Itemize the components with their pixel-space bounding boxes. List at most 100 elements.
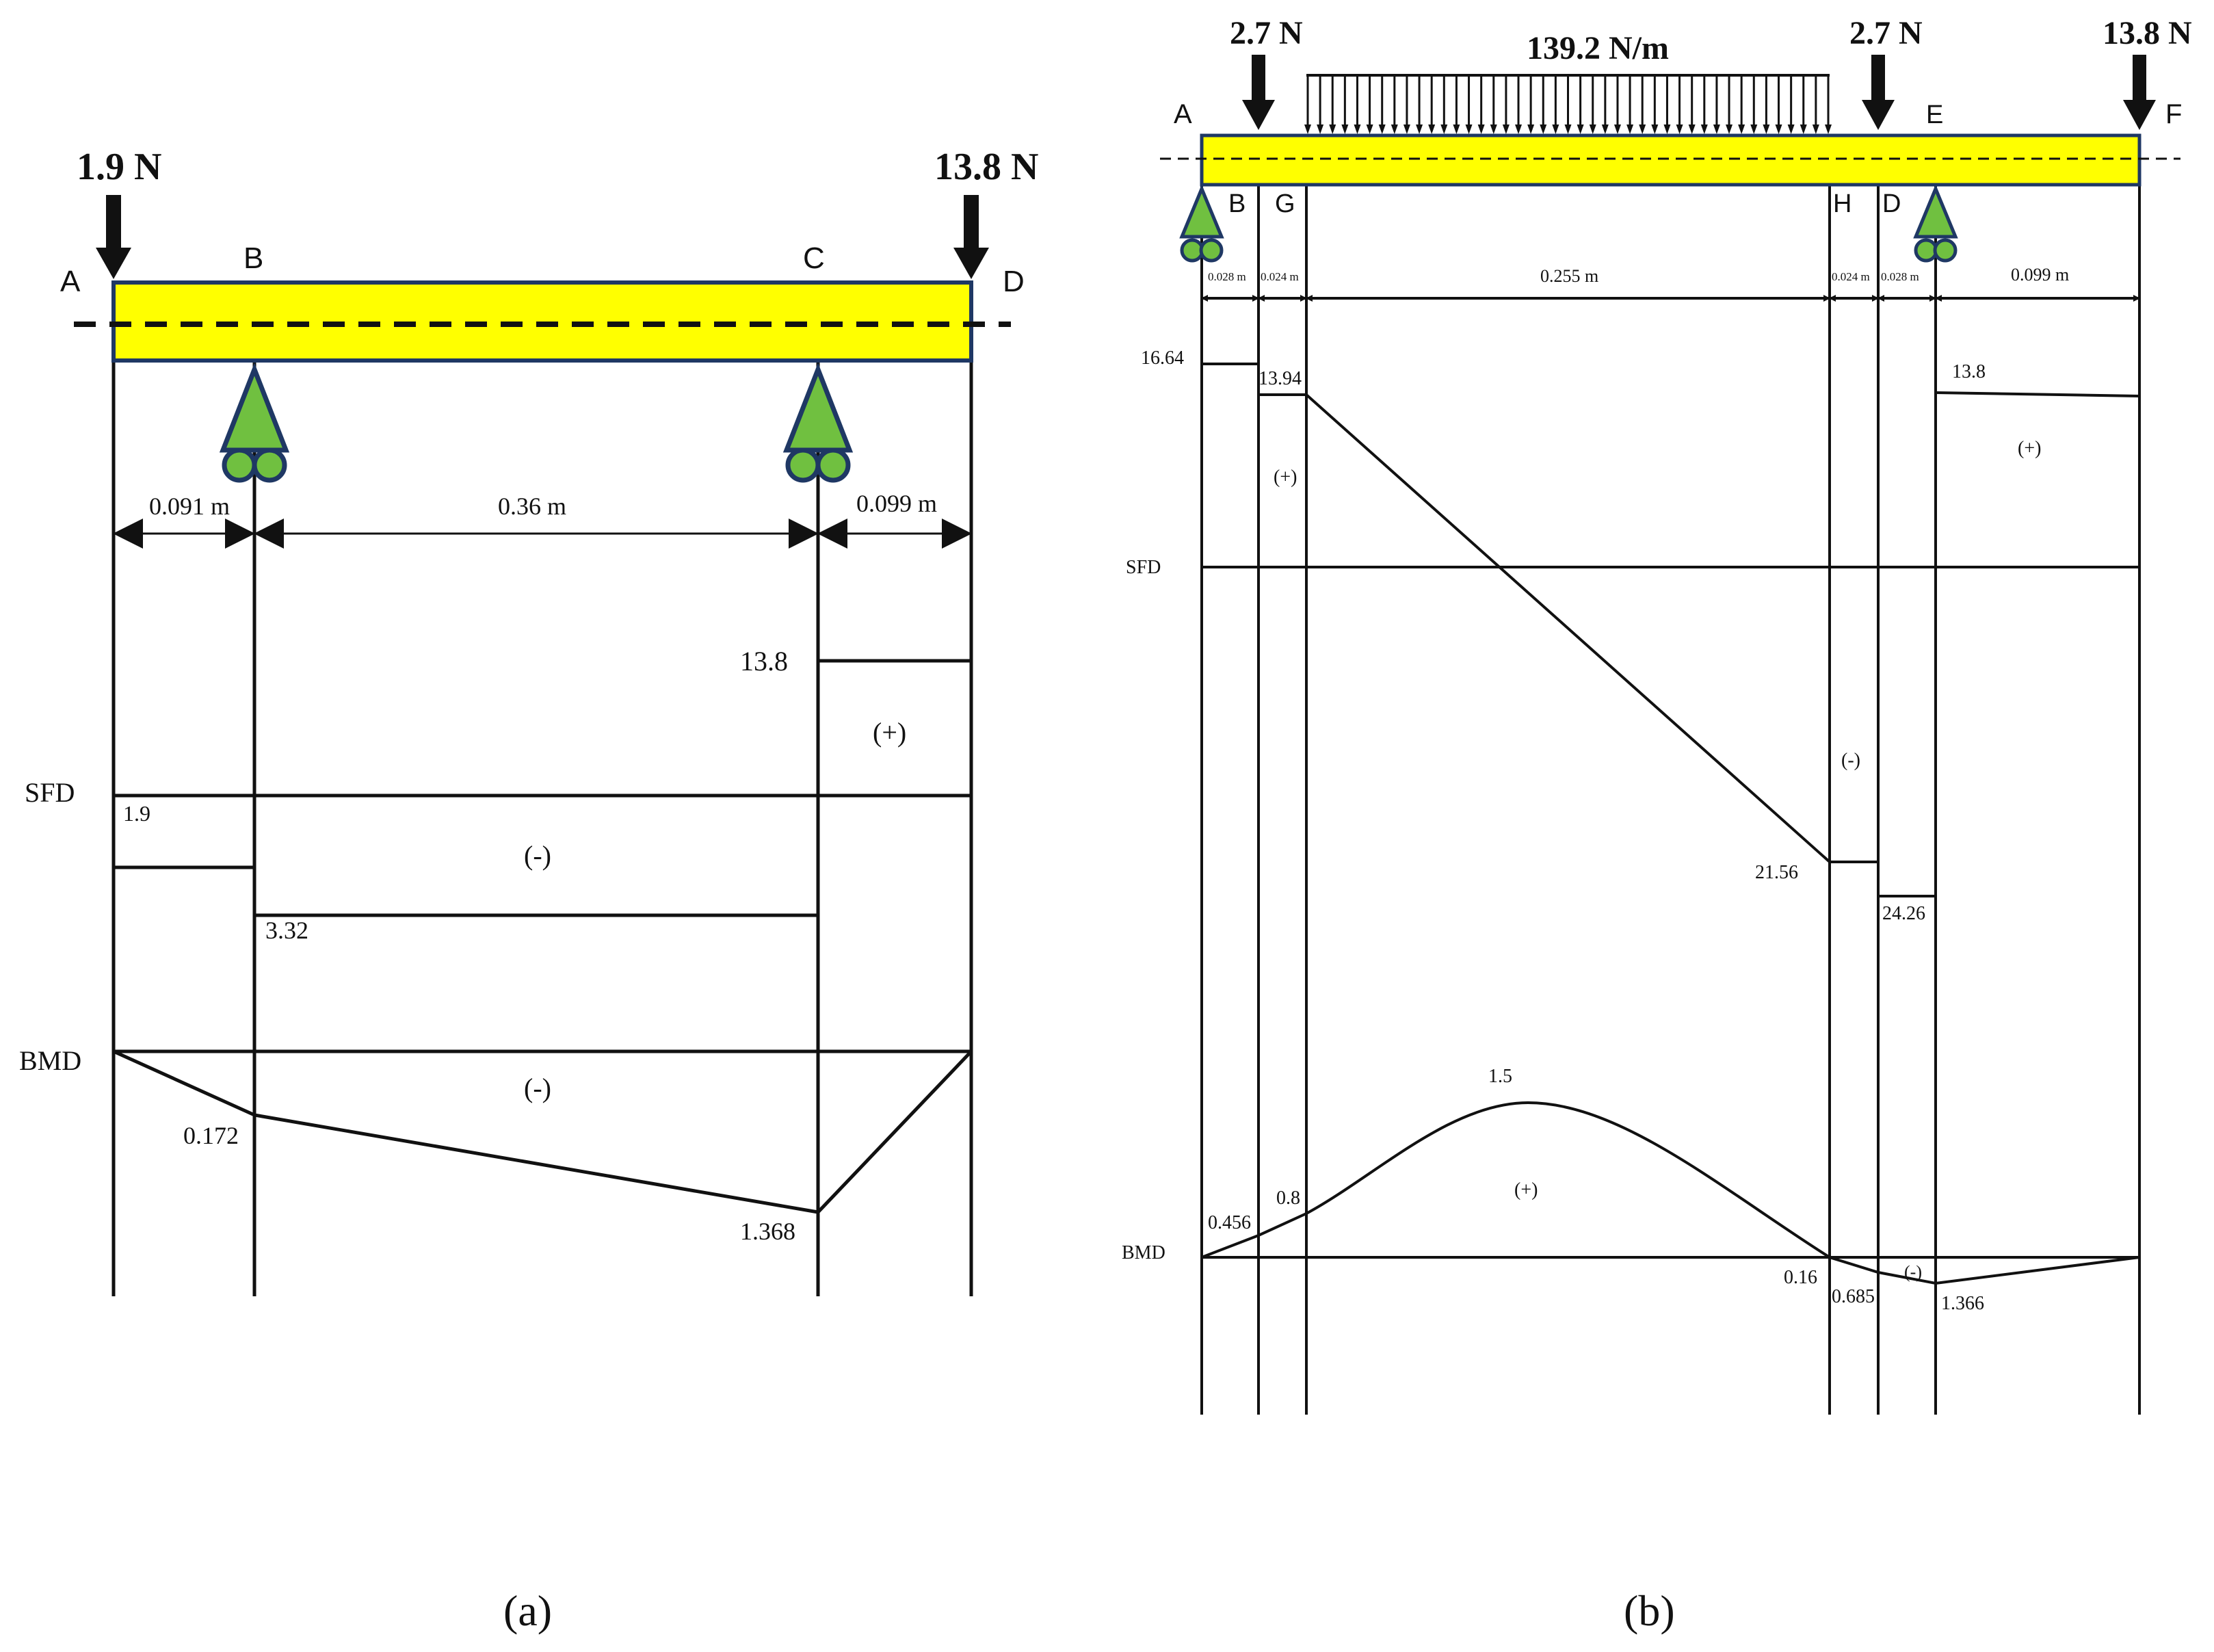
udl-arrow-head: [1713, 124, 1720, 134]
udl-arrow-head: [1490, 124, 1497, 134]
panel-b-bmd-value-4: 0.16: [1784, 1267, 1817, 1288]
udl-arrow-head: [1378, 124, 1386, 134]
panel-a-bmd-value-2: 1.368: [740, 1218, 795, 1245]
panel-b-sfd-value-1: 16.64: [1141, 348, 1184, 369]
panel-b-sfd-sign-pos-2: (+): [2018, 438, 2041, 459]
panel-a-sfd-lines: [114, 659, 971, 917]
panel-b-sfd-label: SFD: [1126, 557, 1161, 578]
panel-b-sfd-value-3: 13.8: [1952, 361, 1986, 382]
panel-b-bmd-lines: [1201, 1101, 2140, 1285]
udl-arrow-head: [1651, 124, 1659, 134]
panel-b-point-e: E: [1926, 101, 1943, 129]
udl-arrow-head: [1825, 124, 1832, 134]
udl-arrow-head: [1626, 124, 1634, 134]
udl-arrow-head: [1416, 124, 1423, 134]
panel-b-bmd-value-6: 1.366: [1941, 1293, 1984, 1314]
panel-b-bmd-sign-pos: (+): [1514, 1179, 1538, 1201]
udl-arrow-head: [1812, 124, 1819, 134]
udl-arrow-head: [1341, 124, 1349, 134]
udl-arrow-head: [1428, 124, 1436, 134]
panel-a-point-c: C: [803, 241, 825, 275]
panel-a-load-left-label: 1.9 N: [77, 146, 161, 188]
panel-a-sfd-sign-neg: (-): [524, 840, 551, 871]
udl-arrow-head: [1453, 124, 1460, 134]
udl-arrow-head: [1700, 124, 1708, 134]
udl-arrow-head: [1540, 124, 1547, 134]
udl-arrow-head: [1564, 124, 1572, 134]
udl-arrow-head: [1527, 124, 1535, 134]
udl-arrow-head: [1317, 124, 1324, 134]
udl-arrow-head: [1552, 124, 1559, 134]
udl-arrow-head: [1688, 124, 1696, 134]
panel-b-caption: (b): [1624, 1586, 1675, 1635]
panel-a-sfd-value-3: 13.8: [740, 646, 788, 677]
panel-a-support-c: [782, 363, 854, 483]
udl-arrow-head: [1775, 124, 1782, 134]
panel-a-point-d: D: [1003, 265, 1025, 298]
panel-b-dim-2: 0.024 m: [1261, 270, 1299, 283]
panel-a-point-b: B: [243, 241, 263, 275]
panel-b-load-2-label: 2.7 N: [1849, 15, 1923, 51]
panel-b-sfd-value-2: 13.94: [1258, 368, 1302, 389]
udl-arrow-head: [1787, 124, 1795, 134]
udl-arrow-head: [1502, 124, 1510, 134]
panel-a: 1.9 N 13.8 N A B C D 0.091 m 0.36 m 0.09…: [19, 146, 1038, 1635]
panel-a-load-arrow-right: [953, 195, 989, 279]
panel-b-udl-arrows: [1304, 75, 1832, 134]
panel-b-sfd-sign-neg: (-): [1841, 750, 1860, 771]
panel-a-caption: (a): [503, 1586, 552, 1635]
panel-a-point-a: A: [60, 265, 81, 298]
udl-arrow-head: [1403, 124, 1410, 134]
udl-arrow-head: [1477, 124, 1485, 134]
panel-b-sfd-value-4: 21.56: [1755, 862, 1798, 883]
panel-b-bmd-value-5: 0.685: [1832, 1286, 1875, 1307]
panel-a-dim-ab: 0.091 m: [149, 493, 230, 520]
udl-arrow-head: [1391, 124, 1398, 134]
panel-b-point-f: F: [2165, 99, 2182, 129]
udl-arrow-head: [1750, 124, 1758, 134]
udl-arrow-head: [1639, 124, 1646, 134]
udl-arrow-head: [1329, 124, 1336, 134]
udl-arrow-head: [1589, 124, 1596, 134]
panel-b-bmd-value-3: 1.5: [1488, 1066, 1512, 1087]
panel-a-load-right-label: 13.8 N: [934, 146, 1038, 188]
panel-b-dim-6: 0.099 m: [2011, 265, 2069, 285]
panel-b-vertical-lines: [1200, 185, 2141, 1415]
udl-arrow-head: [1515, 124, 1523, 134]
udl-arrow-head: [1800, 124, 1807, 134]
panel-b-support-e: [1913, 184, 1958, 263]
panel-b-point-b: B: [1228, 189, 1246, 218]
udl-arrow-head: [1763, 124, 1770, 134]
panel-b-bmd-label: BMD: [1122, 1242, 1165, 1263]
udl-arrow-head: [1366, 124, 1373, 134]
panel-b-bmd-sign-neg: (-): [1904, 1262, 1922, 1282]
panel-b-dim-1: 0.028 m: [1208, 270, 1246, 283]
panel-a-bmd-lines: [112, 1049, 973, 1214]
panel-a-sfd-sign-pos: (+): [873, 717, 906, 748]
panel-b-point-d: D: [1882, 189, 1901, 218]
udl-arrow-head: [1440, 124, 1448, 134]
panel-a-support-b: [219, 363, 290, 483]
udl-arrow-head: [1676, 124, 1683, 134]
panel-b-dim-5: 0.028 m: [1881, 270, 1919, 283]
panel-a-dim-bc: 0.36 m: [498, 493, 566, 520]
panel-a-bmd-value-1: 0.172: [183, 1122, 239, 1149]
panel-b-load-3-label: 13.8 N: [2103, 15, 2192, 51]
panel-a-dim-cd: 0.099 m: [856, 490, 937, 517]
panel-a-sfd-label: SFD: [25, 777, 75, 808]
panel-b-load-arrow-1: [1242, 55, 1275, 130]
panel-b-sfd-value-5: 24.26: [1882, 903, 1925, 924]
udl-arrow-head: [1354, 124, 1361, 134]
panel-b-load-1-label: 2.7 N: [1230, 15, 1303, 51]
panel-a-sfd-value-2: 3.32: [265, 917, 308, 944]
udl-arrow-head: [1726, 124, 1733, 134]
panel-a-bmd-label: BMD: [19, 1045, 81, 1076]
udl-arrow-head: [1465, 124, 1473, 134]
panel-a-bmd-sign: (-): [524, 1073, 551, 1103]
panel-b-sfd-sign-pos-1: (+): [1274, 467, 1297, 488]
panel-b-beam: [1200, 133, 2141, 187]
udl-arrow-head: [1663, 124, 1671, 134]
panel-b-dim-4: 0.024 m: [1832, 270, 1870, 283]
panel-b-support-a: [1179, 184, 1224, 263]
